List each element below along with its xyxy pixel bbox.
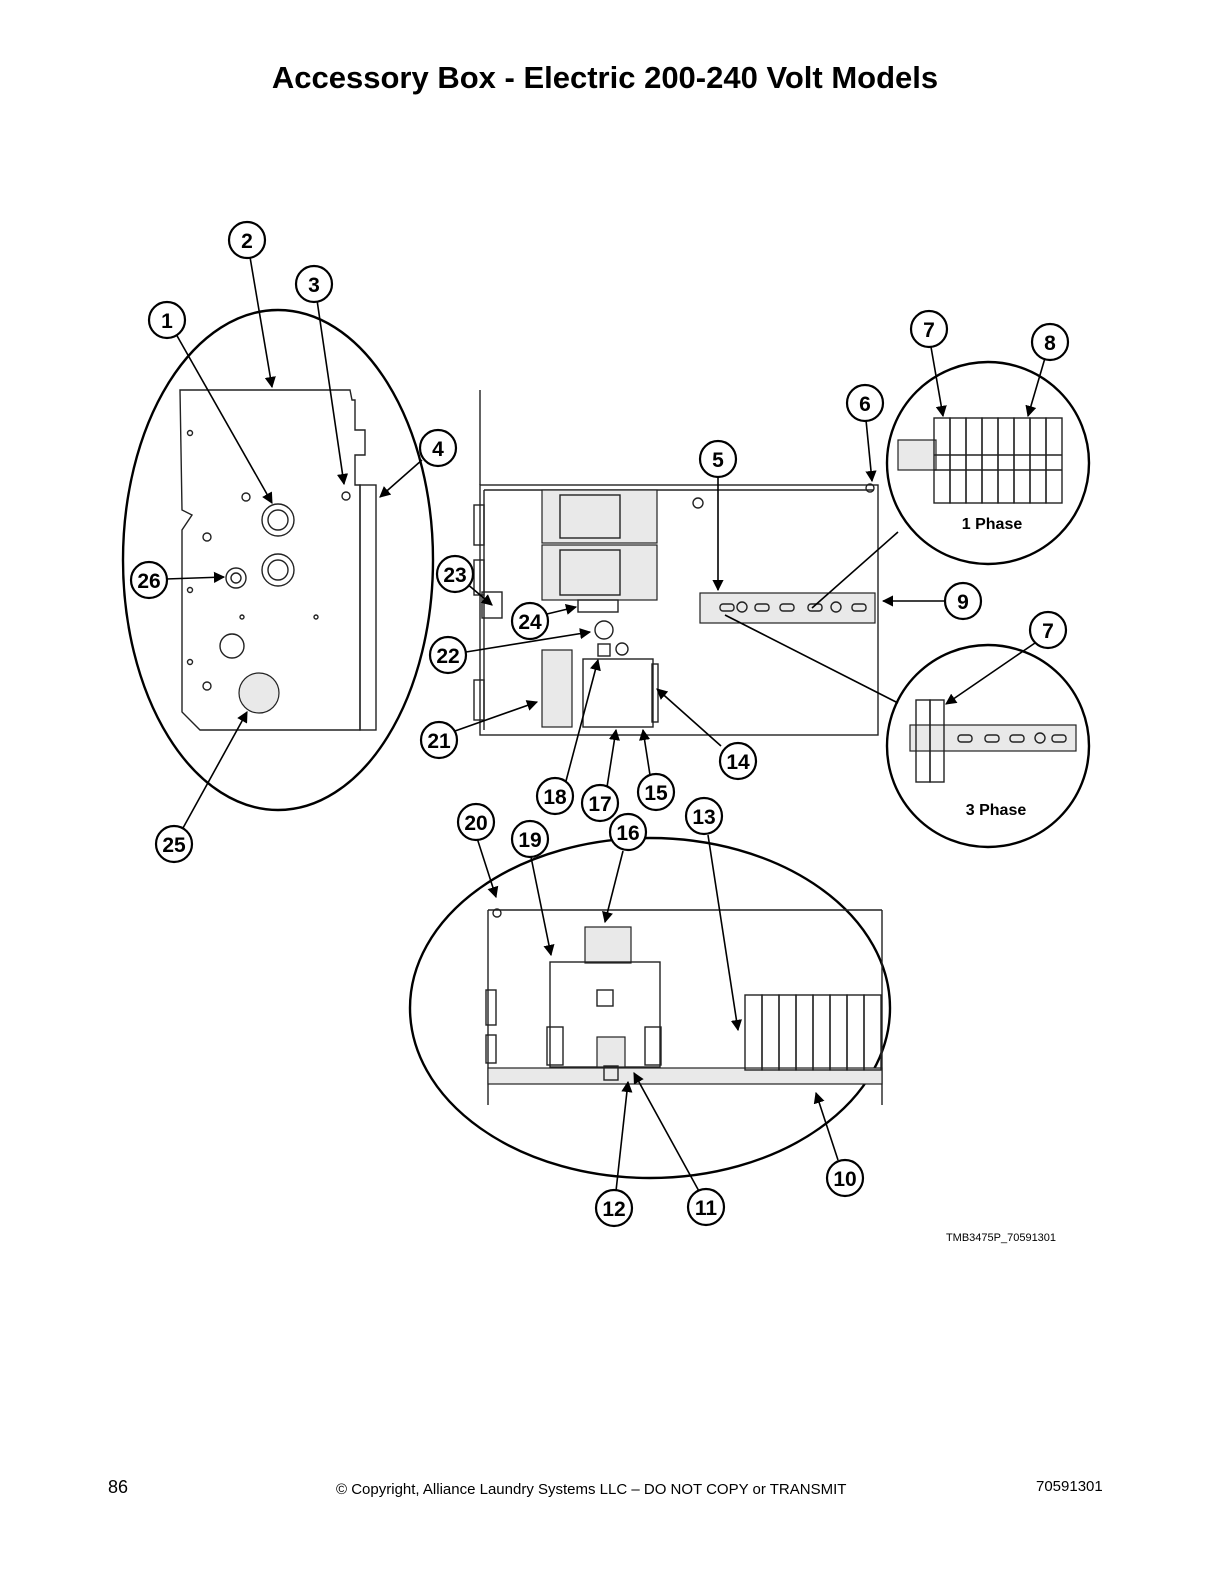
grommet-26 <box>225 567 247 589</box>
svg-text:18: 18 <box>543 786 567 809</box>
callout-18: 18 <box>535 776 575 816</box>
svg-text:15: 15 <box>644 782 668 805</box>
one-phase-breakers <box>933 417 1063 504</box>
svg-text:11: 11 <box>695 1197 718 1220</box>
svg-text:25: 25 <box>162 834 186 857</box>
callout-15: 15 <box>636 772 676 812</box>
svg-text:26: 26 <box>137 570 160 593</box>
callout-19: 19 <box>510 819 550 859</box>
callout-12: 12 <box>594 1188 634 1228</box>
callout-8: 8 <box>1030 322 1070 362</box>
callout-3: 3 <box>294 264 334 304</box>
copyright-notice: © Copyright, Alliance Laundry Systems LL… <box>336 1481 847 1498</box>
one-phase-detail: 1 Phase <box>885 360 1091 566</box>
three-phase-rail <box>909 724 1077 752</box>
svg-text:7: 7 <box>1042 620 1054 643</box>
callout-9: 9 <box>943 581 983 621</box>
terminal-24 <box>577 599 619 613</box>
callout-7-one-phase: 7 <box>909 309 949 349</box>
box-interior-detail-ellipse <box>408 836 892 1180</box>
contactor-lower <box>541 544 658 601</box>
callout-16: 16 <box>608 812 648 852</box>
callout-25: 25 <box>154 824 194 864</box>
terminal-12 <box>596 1036 626 1068</box>
svg-text:2: 2 <box>241 230 253 253</box>
accessory-box-enclosure <box>479 484 879 736</box>
breaker-bank-13 <box>744 994 882 1071</box>
one-phase-detail-circle <box>885 360 1091 566</box>
side-panel-detail-ellipse <box>121 308 435 812</box>
callout-13: 13 <box>684 796 724 836</box>
svg-text:3: 3 <box>308 274 320 297</box>
one-phase-label: 1 Phase <box>962 516 1023 533</box>
svg-text:16: 16 <box>616 822 639 845</box>
callout-26: 26 <box>129 560 169 600</box>
callout-21: 21 <box>419 720 459 760</box>
callout-10: 10 <box>825 1158 865 1198</box>
screw-6 <box>865 483 875 493</box>
callout-4: 4 <box>418 428 458 468</box>
plug-25 <box>238 672 280 714</box>
leader-lines <box>165 256 1046 1194</box>
svg-text:4: 4 <box>432 438 444 461</box>
three-phase-label: 3 Phase <box>966 802 1027 819</box>
document-number: 70591301 <box>1036 1478 1103 1495</box>
page-number: 86 <box>108 1477 129 1497</box>
callout-11: 11 <box>686 1187 726 1227</box>
callout-14: 14 <box>718 741 758 781</box>
three-phase-detail: 3 Phase <box>885 643 1091 849</box>
svg-text:10: 10 <box>833 1168 856 1191</box>
svg-text:20: 20 <box>464 812 487 835</box>
callout-7-three-phase: 7 <box>1028 610 1068 650</box>
three-phase-breaker-2 <box>929 699 945 783</box>
callout-17: 17 <box>580 783 620 823</box>
rail-10 <box>487 1067 883 1085</box>
label-21 <box>541 649 573 728</box>
screw-20 <box>492 908 502 918</box>
accessory-box-main <box>473 390 879 736</box>
box-interior-detail <box>408 836 892 1180</box>
din-rail-5 <box>699 592 876 624</box>
svg-text:5: 5 <box>712 449 724 472</box>
callout-6: 6 <box>845 383 885 423</box>
callout-2: 2 <box>227 220 267 260</box>
callout-20: 20 <box>456 802 496 842</box>
svg-text:1: 1 <box>161 310 173 333</box>
callouts: 1 2 3 4 5 6 7 8 9 10 11 12 13 14 15 16 1… <box>129 220 1070 1228</box>
svg-text:14: 14 <box>726 751 750 774</box>
three-phase-detail-circle <box>885 643 1091 849</box>
cover-16 <box>584 926 632 964</box>
svg-text:8: 8 <box>1044 332 1056 355</box>
svg-text:12: 12 <box>602 1198 625 1221</box>
svg-text:19: 19 <box>518 829 541 852</box>
svg-text:17: 17 <box>588 793 611 816</box>
svg-text:24: 24 <box>518 611 542 634</box>
transformer-14 <box>582 658 654 728</box>
switch-18 <box>597 643 611 657</box>
svg-text:6: 6 <box>859 393 871 416</box>
svg-text:9: 9 <box>957 591 969 614</box>
one-phase-rail <box>897 439 937 471</box>
svg-text:21: 21 <box>427 730 451 753</box>
svg-text:7: 7 <box>923 319 935 342</box>
drawing-id: TMB3475P_70591301 <box>946 1232 1056 1244</box>
callout-24: 24 <box>510 601 550 641</box>
callout-22: 22 <box>428 635 468 675</box>
svg-text:23: 23 <box>443 564 466 587</box>
svg-text:13: 13 <box>692 806 715 829</box>
contactor-upper <box>541 489 658 544</box>
callout-1: 1 <box>147 300 187 340</box>
knockout-22 <box>594 620 614 640</box>
svg-text:22: 22 <box>436 645 459 668</box>
callout-5: 5 <box>698 439 738 479</box>
side-panel-flange <box>359 484 377 731</box>
side-panel <box>179 389 366 731</box>
side-panel-detail <box>121 308 435 812</box>
page-title: Accessory Box - Electric 200-240 Volt Mo… <box>271 60 939 95</box>
callout-23: 23 <box>435 554 475 594</box>
